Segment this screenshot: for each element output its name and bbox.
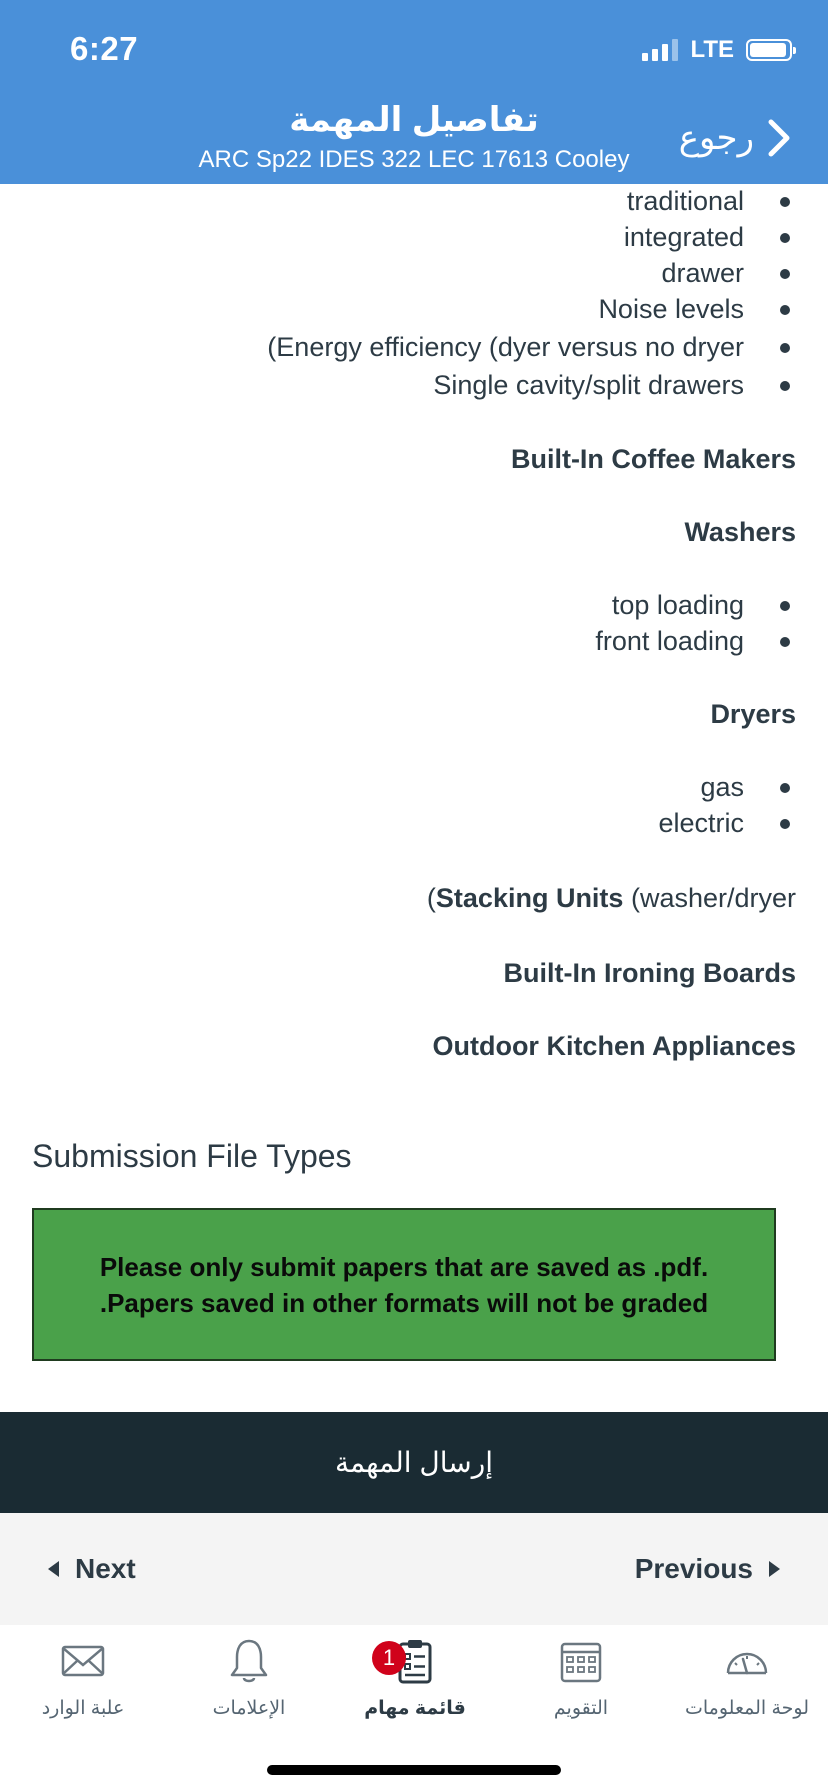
- list-item: Noise levels: [598, 294, 790, 325]
- list-item: traditional: [627, 186, 790, 217]
- tab-notifications[interactable]: الإعلامات: [166, 1637, 332, 1720]
- course-subtitle: ARC Sp22 IDES 322 LEC 17613 Cooley: [198, 146, 630, 173]
- tab-inbox-label: علبة الوارد: [41, 1698, 125, 1719]
- heading-dryers: Dryers: [710, 699, 796, 729]
- signal-icon: [642, 39, 679, 61]
- page-title: تفاصيل المهمة: [289, 101, 539, 139]
- gauge-icon: [726, 1652, 768, 1675]
- todo-badge: 1: [372, 1641, 406, 1675]
- caret-left-icon: [48, 1561, 59, 1577]
- submission-file-types-title: Submission File Types: [32, 1138, 352, 1174]
- tab-todo[interactable]: 1 قائمة مهام: [332, 1637, 498, 1720]
- list-item: top loading: [612, 590, 790, 621]
- header: 6:27 LTE تفاصيل المهمة ARC Sp22 IDES 322…: [0, 0, 828, 184]
- previous-label: Previous: [634, 1553, 753, 1584]
- back-button[interactable]: رجوع: [679, 118, 792, 158]
- list-item: gas: [700, 772, 790, 803]
- notice-line-2: .Papers saved in other formats will not …: [99, 1287, 709, 1318]
- list-item: front loading: [595, 626, 790, 657]
- list-item: integrated: [624, 222, 790, 253]
- heading-ironing-boards: Built-In Ironing Boards: [503, 958, 796, 988]
- list-item: (Energy efficiency (dyer versus no dryer: [267, 332, 790, 363]
- tab-calendar[interactable]: التقويم: [498, 1637, 664, 1720]
- chevron-right-icon: [768, 119, 790, 157]
- home-indicator[interactable]: [267, 1765, 561, 1775]
- file-type-notice: Please only submit papers that are saved…: [32, 1208, 776, 1361]
- status-indicators: LTE: [642, 36, 796, 64]
- tab-dashboard-label: لوحة المعلومات: [685, 1698, 809, 1719]
- submit-assignment-button[interactable]: إرسال المهمة: [0, 1412, 828, 1513]
- status-time: 6:27: [70, 30, 139, 67]
- list-item: Single cavity/split drawers: [433, 370, 790, 401]
- back-label: رجوع: [678, 119, 754, 157]
- caret-right-icon: [769, 1561, 780, 1577]
- tab-bar: علبة الوارد الإعلامات 1 قائمة مهام: [0, 1625, 828, 1792]
- tab-calendar-label: التقويم: [553, 1698, 609, 1719]
- submit-label: إرسال المهمة: [334, 1447, 494, 1478]
- notice-line-1: Please only submit papers that are saved…: [99, 1251, 709, 1282]
- next-button[interactable]: Next: [48, 1553, 136, 1585]
- pager: Next Previous: [0, 1513, 828, 1625]
- tab-dashboard[interactable]: لوحة المعلومات: [664, 1637, 828, 1720]
- list-item: drawer: [661, 258, 790, 289]
- battery-icon: [746, 39, 796, 61]
- tab-notifications-label: الإعلامات: [212, 1698, 286, 1719]
- calendar-icon: [560, 1642, 602, 1683]
- bell-icon: [230, 1639, 268, 1683]
- heading-outdoor-kitchen: Outdoor Kitchen Appliances: [432, 1031, 796, 1061]
- envelope-icon: [61, 1645, 105, 1677]
- list-item: electric: [658, 808, 790, 839]
- next-label: Next: [75, 1553, 136, 1584]
- heading-stacking-units: (Stacking Units (washer/dryer: [426, 883, 796, 913]
- previous-button[interactable]: Previous: [635, 1553, 780, 1585]
- network-label: LTE: [690, 36, 734, 63]
- heading-washers: Washers: [684, 517, 796, 547]
- tab-todo-label: قائمة مهام: [364, 1698, 466, 1719]
- tab-inbox[interactable]: علبة الوارد: [0, 1637, 166, 1720]
- heading-coffee-makers: Built-In Coffee Makers: [510, 444, 796, 474]
